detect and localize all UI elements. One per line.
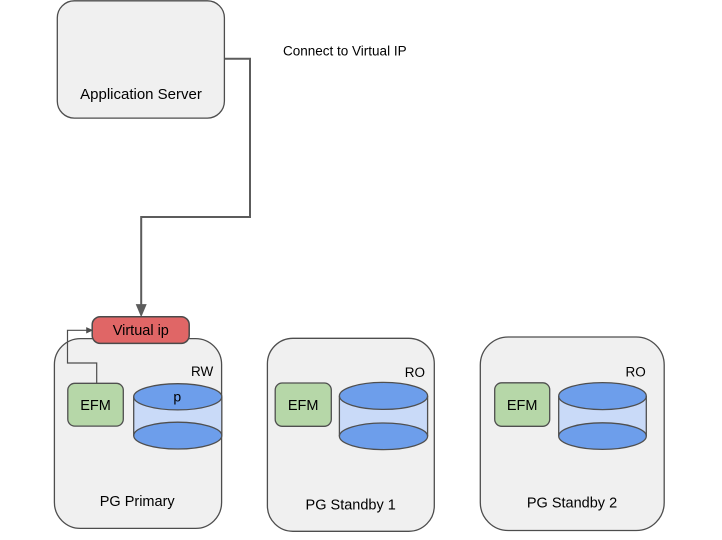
svg-text:PG Standby 1: PG Standby 1	[306, 498, 396, 514]
svg-text:PG Standby 2: PG Standby 2	[527, 495, 617, 511]
svg-text:EFM: EFM	[80, 398, 111, 414]
svg-text:RO: RO	[405, 365, 425, 380]
svg-text:Connect to Virtual IP: Connect to Virtual IP	[283, 44, 407, 59]
svg-text:EFM: EFM	[507, 398, 538, 414]
svg-text:RW: RW	[191, 364, 214, 379]
svg-text:EFM: EFM	[288, 398, 319, 414]
svg-text:PG Primary: PG Primary	[100, 494, 176, 510]
svg-text:RO: RO	[626, 365, 646, 380]
svg-text:p: p	[173, 389, 181, 405]
svg-text:Application Server: Application Server	[80, 86, 202, 103]
svg-text:Virtual ip: Virtual ip	[113, 323, 169, 339]
